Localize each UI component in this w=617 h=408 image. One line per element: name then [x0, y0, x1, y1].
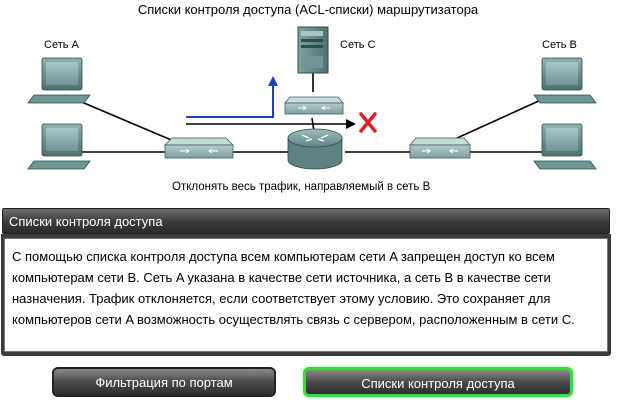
router-icon: [287, 128, 343, 170]
pc-a2-icon: [27, 123, 91, 170]
switch-c-icon: [284, 96, 344, 115]
server-icon: [297, 26, 329, 74]
allowed-traffic-arrow: [186, 76, 278, 118]
switch-a-icon: [164, 137, 234, 159]
diagram-title: Списки контроля доступа (ACL-списки) мар…: [138, 2, 479, 17]
pc-a1-icon: [27, 57, 91, 104]
info-panel-body: С помощью списка контроля доступа всем к…: [4, 238, 608, 352]
network-b-label: Сеть B: [542, 39, 577, 51]
info-panel-header: Списки контроля доступа: [2, 208, 610, 234]
pc-b2-icon: [533, 123, 597, 170]
port-filtering-button[interactable]: Фильтрация по портам: [52, 367, 276, 397]
diagram-caption: Отклонять весь трафик, направляемый в се…: [172, 181, 431, 193]
acl-button[interactable]: Списки контроля доступа: [303, 367, 573, 397]
denied-traffic-arrow: [186, 119, 356, 129]
deny-x-icon: [359, 112, 377, 133]
network-c-label: Сеть C: [340, 39, 376, 51]
network-a-label: Сеть A: [44, 39, 80, 51]
switch-b-icon: [409, 137, 471, 159]
pc-b1-icon: [533, 57, 597, 104]
network-diagram: Списки контроля доступа (ACL-списки) мар…: [27, 2, 597, 193]
